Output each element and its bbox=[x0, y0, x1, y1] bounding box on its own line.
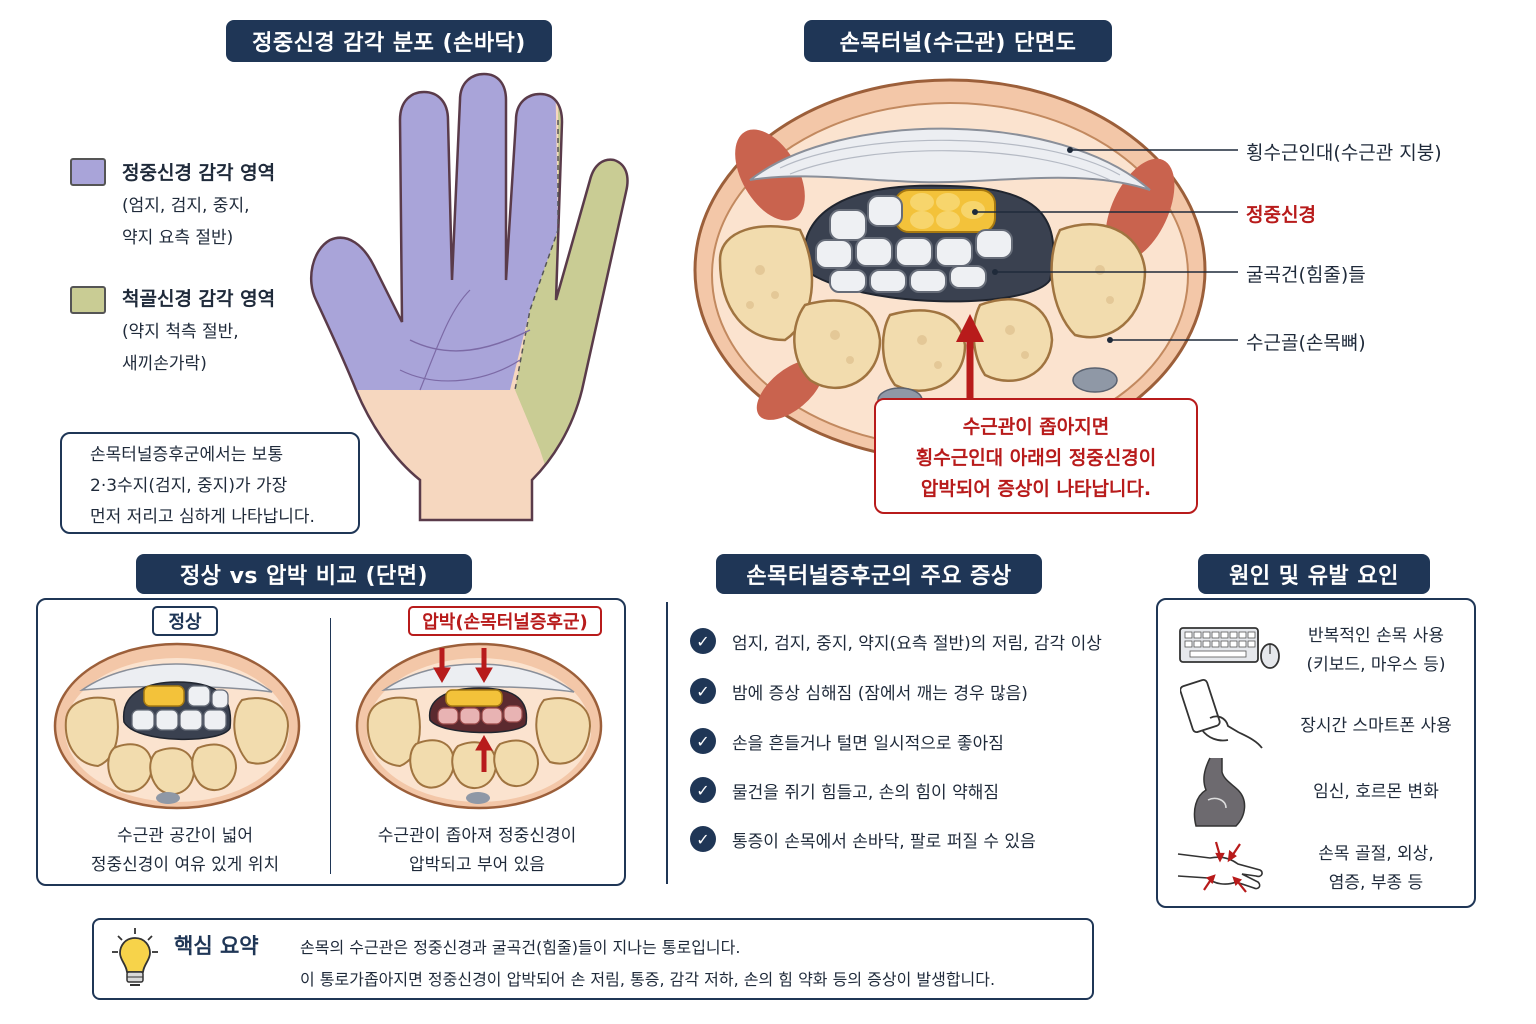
compression-alert-box: 수근관이 좁아지면 횡수근인대 아래의 정중신경이 압박되어 증상이 나타납니다… bbox=[874, 398, 1198, 514]
compressed-cross-section bbox=[355, 642, 603, 810]
check-icon: ✓ bbox=[690, 678, 716, 704]
label-transverse-ligament: 횡수근인대(수근관 지붕) bbox=[1246, 142, 1442, 164]
normal-caption-line-1: 수근관 공간이 넓어 bbox=[117, 826, 253, 846]
pressure-arrow-head bbox=[956, 314, 984, 342]
palm-sensory-map bbox=[309, 72, 629, 522]
summary-box bbox=[92, 918, 1094, 1000]
cause-2-line-1: 장시간 스마트폰 사용 bbox=[1300, 716, 1452, 736]
carpal-bones bbox=[718, 223, 1147, 392]
symptom-item-1: ✓ 엄지, 검지, 중지, 약지(요측 절반)의 저림, 감각 이상 bbox=[690, 626, 1102, 656]
normal-caption-line-2: 정중신경이 여유 있게 위치 bbox=[90, 855, 280, 875]
symptom-item-2: ✓ 밤에 증상 심해짐 (잠에서 깨는 경우 많음) bbox=[690, 676, 1028, 706]
legend-desc-median-2: 약지 요측 절반) bbox=[122, 228, 234, 248]
hand-note-line-2: 2·3수지(검지, 중지)가 가장 bbox=[90, 476, 288, 496]
wrist-injury-icon bbox=[1177, 841, 1263, 893]
symptom-text-4: 물건을 쥐기 힘들고, 손의 힘이 약해짐 bbox=[732, 782, 1000, 803]
symptom-text-5: 통증이 손목에서 손바닥, 팔로 퍼질 수 있음 bbox=[732, 831, 1036, 852]
cause-text-1: 반복적인 손목 사용 (키보드, 마우스 등) bbox=[1288, 622, 1464, 680]
label-median-nerve: 정중신경 bbox=[1246, 204, 1316, 226]
normal-cross-section bbox=[53, 642, 301, 810]
pregnancy-icon bbox=[1193, 757, 1246, 827]
compressed-caption-line-2: 압박되고 부어 있음 bbox=[409, 855, 545, 875]
hand-note-line-3: 먼저 저리고 심하게 나타납니다. bbox=[90, 507, 315, 527]
hand-note-box: 손목터널증후군에서는 보통 2·3수지(검지, 중지)가 가장 먼저 저리고 심… bbox=[60, 432, 360, 534]
summary-line-1: 손목의 수근관은 정중신경과 굴곡건(힘줄)들이 지나는 통로입니다. bbox=[300, 938, 741, 957]
check-icon: ✓ bbox=[690, 777, 716, 803]
symptom-text-1: 엄지, 검지, 중지, 약지(요측 절반)의 저림, 감각 이상 bbox=[732, 633, 1102, 654]
cause-4-line-2: 염증, 부종 등 bbox=[1328, 873, 1424, 893]
lightbulb-icon bbox=[112, 928, 158, 986]
legend-desc-median-1: (엄지, 검지, 중지, bbox=[122, 196, 250, 216]
causes-title: 원인 및 유발 요인 bbox=[1198, 554, 1430, 594]
legend-title-median: 정중신경 감각 영역 bbox=[122, 162, 276, 184]
symptoms-divider bbox=[666, 602, 668, 884]
transverse-carpal-ligament bbox=[749, 127, 1151, 191]
symptom-item-3: ✓ 손을 흔들거나 털면 일시적으로 좋아짐 bbox=[690, 726, 1004, 756]
legend-desc-ulnar-2: 새끼손가락) bbox=[122, 354, 207, 374]
cause-3-line-1: 임신, 호르몬 변화 bbox=[1313, 782, 1439, 802]
carpal-tunnel-cross-section bbox=[693, 78, 1207, 462]
summary-title: 핵심 요약 bbox=[174, 934, 259, 958]
normal-caption: 수근관 공간이 넓어 정중신경이 여유 있게 위치 bbox=[40, 822, 330, 880]
cause-1-line-1: 반복적인 손목 사용 bbox=[1308, 626, 1444, 646]
hand-note-line-1: 손목터널증후군에서는 보통 bbox=[90, 445, 284, 465]
symptom-item-4: ✓ 물건을 쥐기 힘들고, 손의 힘이 약해짐 bbox=[690, 775, 999, 805]
compression-arrows bbox=[433, 648, 493, 772]
cross-section-title: 손목터널(수근관) 단면도 bbox=[804, 20, 1112, 62]
alert-line-1: 수근관이 좁아지면 bbox=[962, 416, 1110, 438]
cause-1-line-2: (키보드, 마우스 등) bbox=[1306, 655, 1446, 675]
cause-text-3: 임신, 호르몬 변화 bbox=[1288, 778, 1464, 807]
comparison-title: 정상 vs 압박 비교 (단면) bbox=[136, 554, 472, 594]
symptoms-title: 손목터널증후군의 주요 증상 bbox=[716, 554, 1042, 594]
smartphone-hand-icon bbox=[1180, 678, 1263, 749]
label-carpal-bones: 수근골(손목뼈) bbox=[1246, 332, 1366, 354]
alert-line-3: 압박되어 증상이 나타납니다. bbox=[920, 478, 1152, 500]
symptom-text-2: 밤에 증상 심해짐 (잠에서 깨는 경우 많음) bbox=[732, 683, 1028, 704]
label-flexor-tendons: 굴곡건(힘줄)들 bbox=[1246, 264, 1366, 286]
hand-section-title: 정중신경 감각 분포 (손바닥) bbox=[226, 20, 552, 62]
legend-swatch-median bbox=[70, 158, 106, 186]
keyboard-mouse-icon bbox=[1179, 627, 1280, 669]
legend-desc-ulnar-1: (약지 척측 절반, bbox=[122, 322, 239, 342]
check-icon: ✓ bbox=[690, 628, 716, 654]
check-icon: ✓ bbox=[690, 728, 716, 754]
check-icon: ✓ bbox=[690, 826, 716, 852]
compressed-caption-line-1: 수근관이 좁아져 정중신경이 bbox=[377, 826, 577, 846]
cause-4-line-1: 손목 골절, 외상, bbox=[1318, 844, 1434, 864]
alert-line-2: 횡수근인대 아래의 정중신경이 bbox=[915, 447, 1157, 469]
symptom-text-3: 손을 흔들거나 털면 일시적으로 좋아짐 bbox=[732, 733, 1004, 754]
flexor-tendons bbox=[815, 195, 1013, 293]
cause-text-4: 손목 골절, 외상, 염증, 부종 등 bbox=[1288, 840, 1464, 898]
tag-compressed: 압박(손목터널증후군) bbox=[408, 606, 602, 636]
legend-swatch-ulnar bbox=[70, 286, 106, 314]
compressed-caption: 수근관이 좁아져 정중신경이 압박되고 부어 있음 bbox=[332, 822, 622, 880]
tag-normal: 정상 bbox=[152, 606, 218, 636]
legend-title-ulnar: 척골신경 감각 영역 bbox=[122, 288, 276, 310]
symptom-item-5: ✓ 통증이 손목에서 손바닥, 팔로 퍼질 수 있음 bbox=[690, 824, 1036, 854]
comparison-divider bbox=[330, 618, 331, 874]
summary-line-2: 이 통로가좁아지면 정중신경이 압박되어 손 저림, 통증, 감각 저하, 손의… bbox=[300, 970, 996, 989]
cause-text-2: 장시간 스마트폰 사용 bbox=[1288, 712, 1464, 741]
